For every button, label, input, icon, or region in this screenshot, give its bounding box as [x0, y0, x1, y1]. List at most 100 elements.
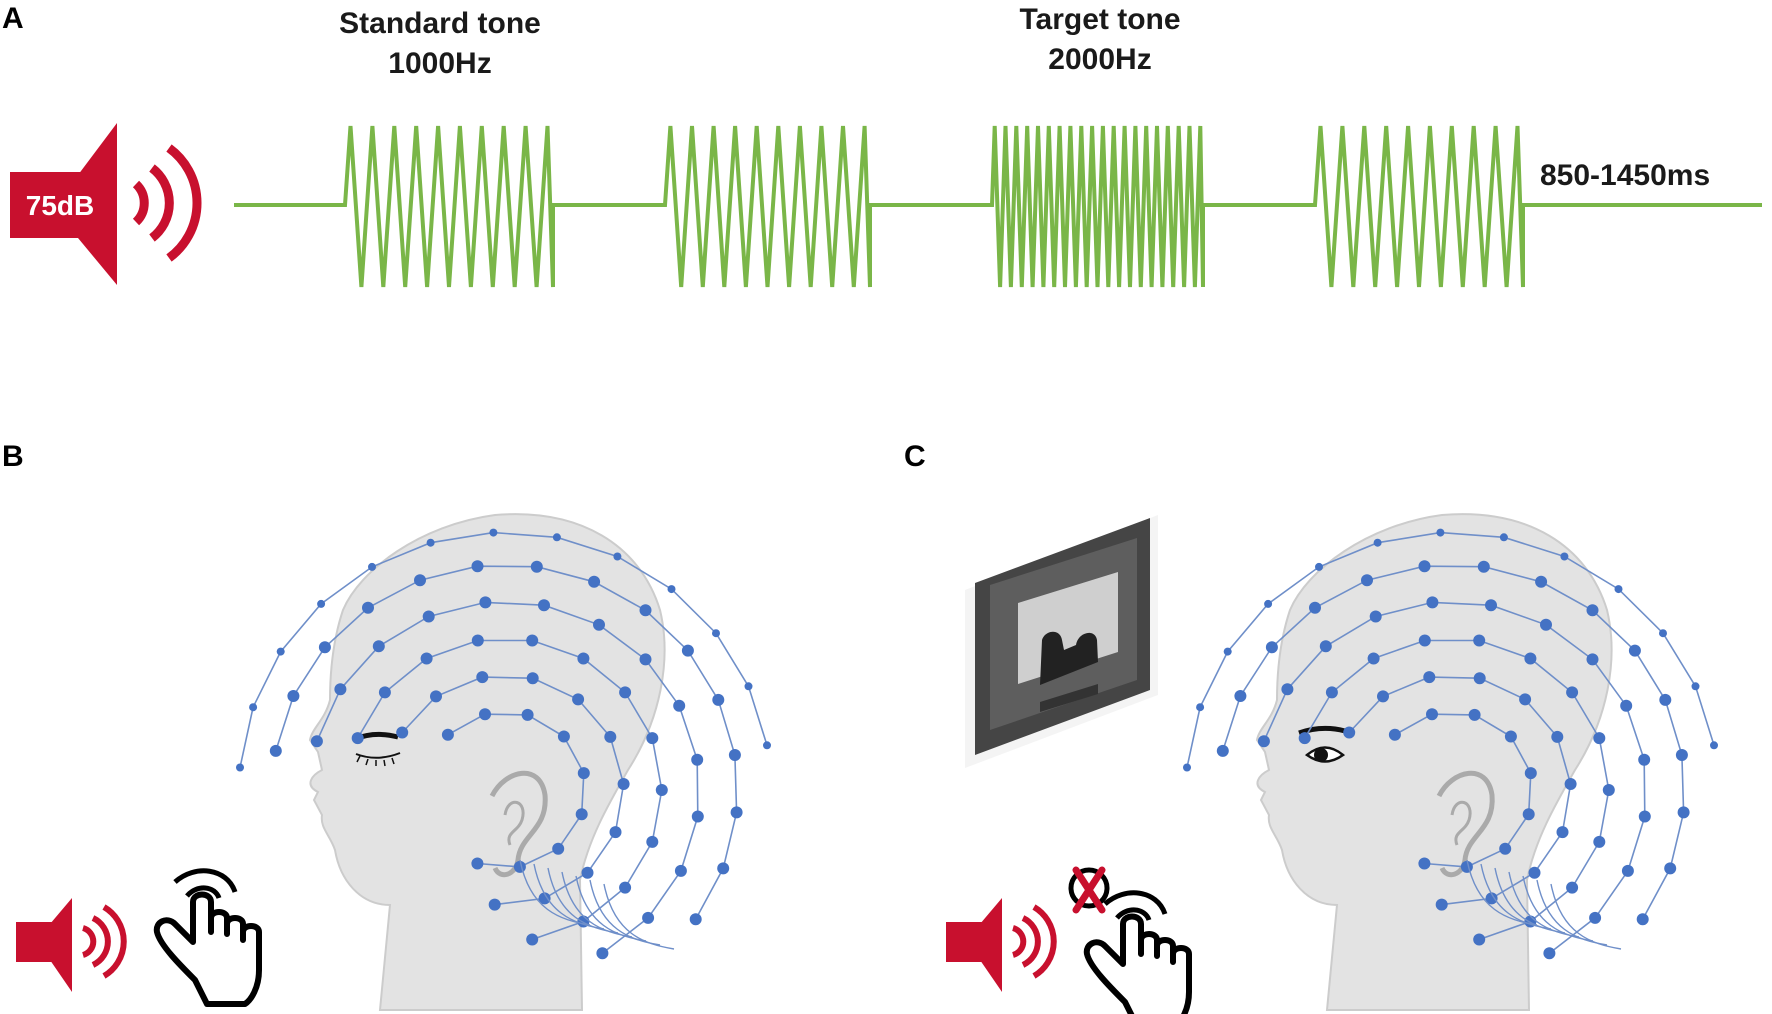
- electrode: [577, 767, 590, 780]
- standard-tone-label: Standard tone 1000Hz: [300, 4, 580, 84]
- electrode: [1593, 835, 1606, 848]
- electrode: [1528, 866, 1541, 879]
- electrode: [1435, 898, 1448, 911]
- electrode: [1281, 683, 1294, 696]
- electrode: [1586, 604, 1599, 617]
- electrode: [1309, 601, 1321, 614]
- electrode: [414, 574, 426, 587]
- tv-icon: [965, 515, 1158, 768]
- electrode: [1477, 560, 1490, 573]
- electrode: [318, 641, 331, 654]
- electrode: [572, 693, 585, 706]
- electrode: [1485, 892, 1498, 905]
- electrode: [1621, 864, 1634, 877]
- electrode-cable: [1550, 883, 1622, 950]
- electrode: [1388, 728, 1401, 741]
- electrode: [426, 538, 435, 547]
- electrode: [1436, 528, 1445, 537]
- cross-icon: [1068, 866, 1110, 914]
- electrode: [712, 629, 720, 638]
- electrode-cable: [603, 883, 675, 950]
- electrode: [1535, 575, 1548, 588]
- electrode: [334, 683, 347, 696]
- electrode: [1369, 610, 1382, 623]
- electrode: [317, 599, 326, 608]
- electrode: [557, 730, 570, 743]
- electrode: [1298, 732, 1311, 745]
- electrode: [1343, 726, 1356, 739]
- electrode: [1216, 744, 1229, 757]
- electrode: [1315, 562, 1323, 571]
- electrode: [1426, 596, 1439, 609]
- electrode: [575, 808, 588, 821]
- electrode: [639, 604, 652, 617]
- electrode: [581, 866, 594, 879]
- head-eyes-open: [1183, 513, 1718, 1011]
- electrode: [730, 806, 743, 819]
- electrode: [1264, 599, 1273, 608]
- electrode: [609, 826, 622, 839]
- electrode: [619, 686, 632, 699]
- electrode: [479, 708, 491, 721]
- electrode: [1473, 672, 1486, 685]
- electrode: [351, 732, 364, 745]
- electrode: [1504, 730, 1517, 743]
- electrode: [1638, 753, 1651, 766]
- electrode-cap: [236, 528, 771, 960]
- electrode: [1614, 585, 1623, 594]
- electrode: [642, 911, 655, 924]
- electrode: [604, 730, 617, 743]
- electrode: [1257, 735, 1270, 748]
- electrode: [1373, 538, 1382, 547]
- electrode: [1325, 686, 1338, 699]
- electrode: [430, 690, 442, 703]
- electrode: [1367, 652, 1380, 665]
- electrode: [368, 562, 376, 571]
- electrode: [552, 533, 561, 542]
- electrode: [712, 693, 725, 706]
- electrode: [1540, 618, 1552, 631]
- electrode: [538, 892, 551, 905]
- electrode: [1556, 826, 1569, 839]
- electrode: [1196, 703, 1205, 712]
- electrode: [1677, 806, 1690, 819]
- electrode: [1586, 653, 1599, 666]
- electrode: [276, 647, 285, 656]
- electrode: [1524, 652, 1537, 665]
- panel-label-b: B: [2, 440, 24, 473]
- electrode: [1691, 682, 1700, 691]
- electrode: [655, 784, 668, 796]
- electrode: [521, 708, 534, 721]
- electrode: [588, 575, 601, 588]
- electrode: [1426, 708, 1438, 721]
- electrode: [1566, 881, 1579, 894]
- electrode: [1485, 599, 1497, 612]
- panel-label-a: A: [2, 2, 24, 35]
- electrode: [1423, 671, 1436, 684]
- electrode: [1418, 560, 1431, 573]
- electrode: [689, 913, 702, 926]
- electrode: [530, 560, 543, 573]
- electrode: [1499, 533, 1508, 542]
- electrode: [422, 610, 435, 623]
- electrode: [617, 778, 630, 790]
- electrode: [1418, 634, 1431, 647]
- electrode: [476, 671, 489, 684]
- electrode: [526, 672, 539, 685]
- electrode: [639, 653, 652, 666]
- ear: [489, 770, 548, 878]
- electrode: [420, 652, 433, 665]
- electrode: [488, 898, 501, 911]
- speaker-large-icon: 75dB: [10, 123, 202, 285]
- ear: [1436, 770, 1495, 878]
- electrode: [1183, 763, 1191, 772]
- electrode: [1361, 574, 1373, 587]
- electrode: [1638, 810, 1651, 823]
- electrode: [378, 686, 391, 699]
- electrode: [471, 560, 484, 573]
- electrode: [619, 881, 632, 894]
- electrode: [1265, 641, 1278, 654]
- electrode: [1564, 778, 1577, 790]
- electrode: [763, 741, 771, 750]
- electrode: [646, 732, 659, 745]
